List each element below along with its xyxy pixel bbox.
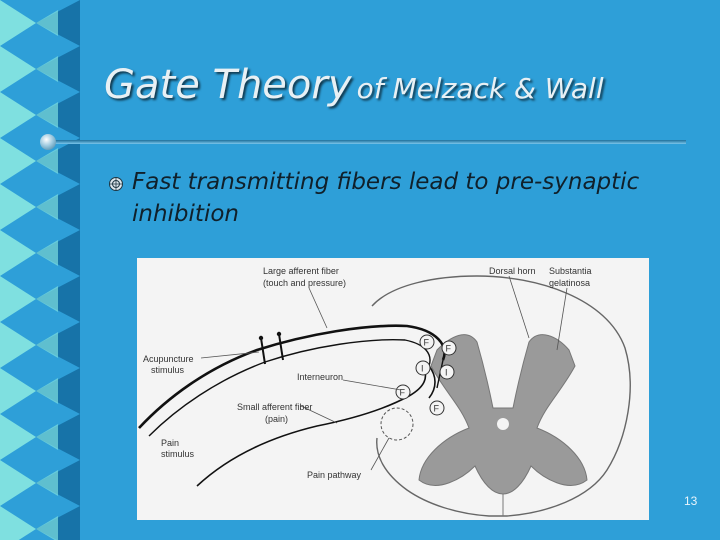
leader-substantia [556,287,568,351]
slide-number: 13 [684,494,698,508]
label-large-fiber-1: Large afferent fiber [263,266,339,276]
large-afferent-fiber [138,324,446,429]
gate-theory-diagram: F F I I F F [137,258,649,520]
interneuron-link [428,365,436,399]
svg-text:F: F [424,338,430,348]
leader-interneuron [342,379,402,391]
label-substantia-2: gelatinosa [549,278,590,288]
leader-acupuncture [200,351,260,359]
band-triangle-light [0,0,36,46]
title-rest: of Melzack & Wall [356,72,604,105]
band-triangle-accent [36,56,58,82]
band-triangle-accent [36,194,58,220]
svg-text:F: F [434,404,440,414]
leader-dorsal-horn [508,275,530,339]
leader-large-fiber [308,287,328,329]
needle-head-1 [258,335,264,341]
band-triangle-light [0,138,36,184]
svg-text:I: I [421,364,424,374]
band-triangle-accent [36,516,58,540]
label-pain-stimulus-2: stimulus [161,449,195,459]
band-triangle-accent [36,424,58,450]
acupuncture-needle-2 [278,333,284,361]
band-triangle-accent [36,102,58,128]
svg-text:F: F [400,388,406,398]
label-interneuron: Interneuron [297,372,343,382]
marker-i-left: I [415,360,431,376]
acupuncture-needle-1 [260,337,266,365]
band-triangle-accent [36,332,58,358]
marker-f-top: F [419,334,435,350]
band-triangle-light [0,368,36,414]
label-pain-pathway: Pain pathway [307,470,362,480]
bullet-text: Fast transmitting fibers lead to pre-syn… [132,169,640,227]
label-substantia-1: Substantia [549,266,592,276]
bullet-icon [109,177,123,191]
spinal-cord-outline [371,275,631,517]
leader-small-fiber [300,405,338,424]
label-small-fiber-2: (pain) [265,414,288,424]
svg-text:F: F [446,344,452,354]
leader-pain-pathway [370,437,390,471]
decorative-left-band [0,0,80,540]
band-triangle-accent [36,378,58,404]
marker-i-right: I [439,364,455,380]
label-acupuncture-1: Acupuncture [143,354,194,364]
band-triangle-light [0,414,36,460]
band-triangle-light [0,460,36,506]
marker-f-right: F [441,340,457,356]
band-triangle-light [0,46,36,92]
band-triangle-accent [36,286,58,312]
label-acupuncture-2: stimulus [151,365,185,375]
band-triangle-accent [36,148,58,174]
label-pain-stimulus-1: Pain [161,438,179,448]
title-main: Gate Theory [104,62,352,108]
band-triangle-light [0,506,36,540]
grey-matter [418,334,588,495]
title-divider [46,140,686,144]
band-triangle-accent [36,10,58,36]
pain-pathway-ring [380,407,414,441]
label-small-fiber-1: Small afferent fiber [237,402,312,412]
needle-head-2 [276,331,282,337]
divider-knob [40,134,56,150]
band-triangle-accent [36,470,58,496]
svg-text:I: I [445,368,448,378]
band-triangle-light [0,230,36,276]
label-large-fiber-2: (touch and pressure) [263,278,346,288]
band-triangle-light [0,322,36,368]
band-triangle-light [0,92,36,138]
slide-title: Gate Theory of Melzack & Wall [104,62,604,108]
small-afferent-fiber [196,371,427,487]
band-triangle-light [0,276,36,322]
band-triangle-light [0,184,36,230]
band-triangle-accent [36,240,58,266]
label-dorsal-horn: Dorsal horn [489,266,536,276]
marker-f-interneuron: F [395,384,411,400]
marker-f-lower: F [429,400,445,416]
central-canal [497,418,509,430]
